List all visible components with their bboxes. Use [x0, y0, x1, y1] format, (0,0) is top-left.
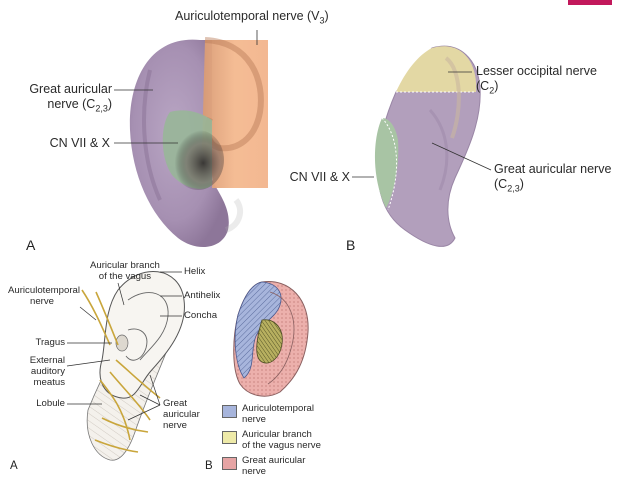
- lobe-shadow: [224, 198, 244, 233]
- label-text-close: ): [494, 79, 499, 93]
- panel-label-bottom-b: B: [205, 460, 213, 472]
- legend-swatch-yellow: [222, 431, 237, 444]
- auriculotemporal-blue-region: [234, 281, 282, 379]
- legend-line1: Auricular branch: [242, 429, 312, 440]
- label-line2: auditory: [30, 366, 65, 377]
- cn-green-region: [374, 118, 399, 208]
- label-line2: nerve: [30, 296, 54, 307]
- label-subscript: 2,3: [507, 183, 520, 194]
- label-line1: Auriculotemporal: [8, 285, 80, 296]
- legend-item-vagus: Auricular branch of the vagus nerve: [222, 429, 321, 451]
- label-line2: auricular: [163, 409, 200, 420]
- concha-shadow: [172, 130, 224, 190]
- label-subscript: 2,3: [95, 103, 108, 114]
- label-line1: Auricular branch: [90, 260, 160, 271]
- label-great-auricular-top-b: Great auricular nerve (C2,3): [494, 162, 611, 197]
- label-line2: (C2,3): [494, 177, 611, 197]
- label-text-close: ): [107, 97, 112, 111]
- legend-item-great-auricular: Great auricular nerve: [222, 455, 321, 477]
- panel-label-bottom-a: A: [10, 460, 18, 472]
- legend-line2: of the vagus nerve: [242, 439, 321, 451]
- label-line1: Great auricular nerve: [494, 162, 612, 176]
- label-auriculotemporal-bottom: Auriculotemporal nerve: [8, 285, 80, 307]
- ear-colored-map: [233, 281, 309, 397]
- label-text: nerve (C: [47, 97, 96, 111]
- bottom-a-leaders: [66, 271, 182, 421]
- label-concha: Concha: [184, 310, 218, 321]
- legend-text: Auriculotemporal nerve: [242, 403, 314, 425]
- label-text-close: ): [519, 177, 524, 191]
- label-great-auricular-c23: Great auricular nerve (C2,3): [14, 82, 112, 117]
- label-cn-vii-x-top-b: CN VII & X: [289, 170, 350, 184]
- label-line1: External: [29, 355, 65, 366]
- label-cn-vii-x-top-a: CN VII & X: [49, 136, 110, 150]
- label-line2: (C2): [476, 79, 597, 99]
- label-lesser-occipital-c2: Lesser occipital nerve (C2): [476, 64, 597, 99]
- corner-accent: [568, 0, 612, 5]
- label-subscript: 3: [319, 15, 325, 26]
- panel-label-top-a: A: [26, 237, 36, 253]
- ear-line-drawing: [81, 270, 185, 461]
- label-line1: Great: [163, 398, 187, 409]
- label-subscript: 2: [489, 85, 495, 96]
- legend-line2: nerve: [242, 413, 266, 425]
- label-lobule: Lobule: [36, 398, 65, 409]
- label-auriculotemporal-v3: Auriculotemporal nerve (V3): [175, 9, 329, 29]
- legend-text: Auricular branch of the vagus nerve: [242, 429, 321, 451]
- legend-swatch-pink: [222, 457, 237, 470]
- legend-swatch-blue: [222, 405, 237, 418]
- label-great-auricular-bottom: Great auricular nerve: [163, 398, 200, 431]
- label-line1: Lesser occipital nerve: [476, 64, 597, 78]
- panel-label-top-b: B: [346, 237, 356, 253]
- top-a-leaders: [114, 30, 258, 144]
- legend-line2: nerve: [242, 465, 266, 477]
- label-line2: of the vagus: [98, 271, 152, 282]
- legend-line1: Auriculotemporal: [242, 403, 314, 414]
- label-text-close: ): [324, 9, 329, 23]
- helix-fold: [142, 69, 162, 201]
- ear-schematic-right: [374, 45, 481, 247]
- label-tragus: Tragus: [35, 337, 65, 348]
- label-auricular-branch-vagus: Auricular branch of the vagus: [90, 260, 160, 282]
- label-antihelix: Antihelix: [184, 290, 221, 301]
- ear-outline: [99, 270, 185, 399]
- nerve-branches: [81, 289, 161, 453]
- label-line3: meatus: [33, 377, 65, 388]
- legend: Auriculotemporal nerve Auricular branch …: [222, 403, 321, 482]
- legend-text: Great auricular nerve: [242, 455, 306, 477]
- label-line1: Great auricular: [29, 82, 112, 96]
- label-text: Auriculotemporal nerve (V: [175, 9, 320, 23]
- top-b-leaders: [352, 71, 492, 178]
- label-line2: nerve (C2,3): [14, 97, 112, 117]
- label-helix: Helix: [184, 266, 206, 277]
- legend-item-auriculotemporal: Auriculotemporal nerve: [222, 403, 321, 425]
- label-text: (C: [494, 177, 508, 191]
- label-text: (C: [476, 79, 490, 93]
- label-external-auditory-meatus: External auditory meatus: [10, 355, 65, 388]
- ear-photo-left: [129, 37, 268, 248]
- vagus-yellow-region: [256, 319, 283, 364]
- legend-line1: Great auricular: [242, 455, 306, 466]
- label-line3: nerve: [163, 420, 187, 431]
